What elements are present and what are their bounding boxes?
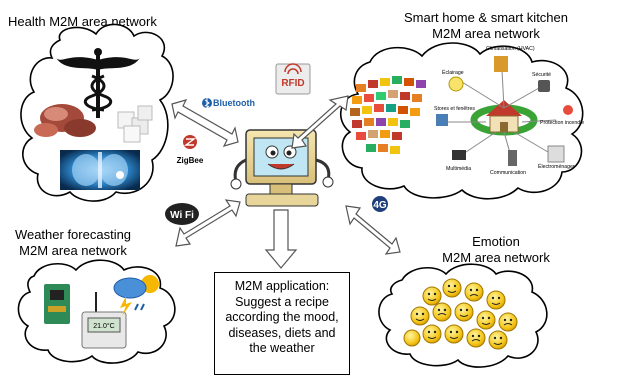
storm-cloud-icon [113, 275, 159, 316]
emoji-face [486, 290, 506, 310]
caduceus-icon [56, 48, 140, 118]
zigbee-badge: ZigBee [177, 135, 204, 165]
emotion-network-title-line1: Emotion [472, 234, 520, 249]
light-bulb-icon [448, 76, 464, 92]
emoji-face [422, 286, 442, 306]
emoji-face [454, 302, 474, 322]
emoji-face [488, 330, 508, 350]
four-g-badge: 4G [372, 196, 388, 212]
bluetooth-badge: Bluetooth [202, 98, 255, 110]
emoji-face [442, 278, 462, 298]
rfid-badge: RFID [275, 63, 311, 95]
weather-station-image: 21.0°C [81, 292, 127, 349]
connection-arrows [171, 95, 401, 269]
smart-home-network-title-line2: M2M area network [432, 26, 540, 41]
label-electromenager: Électroménager [538, 163, 575, 170]
emoji-face [403, 329, 421, 347]
application-line-5: the weather [249, 341, 315, 355]
arrow-to-application [264, 209, 298, 269]
sugar-cubes-image [117, 105, 153, 143]
label-stores: Stores et fenêtres [434, 106, 475, 112]
emoji-face [432, 302, 452, 322]
bluetooth-label: Bluetooth [213, 98, 255, 108]
emoji-face [464, 282, 484, 302]
emoji-face [476, 310, 496, 330]
wifi-label: Wi Fi [170, 210, 194, 221]
food-grid-image [350, 76, 426, 154]
weather-network-title-line2: M2M area network [19, 243, 127, 258]
smart-home-hub: Éclairage Climatisation (HVAC) Sécurité … [434, 46, 584, 176]
weather-network-title-line1: Weather forecasting [14, 227, 132, 242]
zigbee-label: ZigBee [177, 156, 204, 165]
computer-mascot-icon [230, 129, 334, 207]
window-icon [436, 114, 448, 126]
application-line-2: Suggest a recipe [235, 294, 329, 309]
multimedia-icon [452, 150, 466, 160]
rfid-label: RFID [281, 78, 304, 89]
emoji-face [466, 328, 486, 348]
meat-image [34, 104, 96, 137]
label-multimedia: Multimédia [446, 166, 471, 172]
label-communication: Communication [490, 170, 526, 176]
sensor-board-image [44, 284, 70, 324]
label-eclairage: Éclairage [442, 69, 464, 76]
application-line-4: diseases, diets and [228, 325, 336, 340]
emotion-network-title-line2: M2M area network [442, 250, 550, 265]
emoji-face [444, 324, 464, 344]
arrow-health [171, 99, 239, 147]
phone-icon [508, 150, 517, 166]
emoji-face [410, 306, 430, 326]
label-climatisation: Climatisation (HVAC) [486, 46, 535, 52]
emoji-face [422, 324, 442, 344]
chest-xray-image [60, 150, 140, 190]
wifi-badge: Wi Fi [165, 203, 199, 225]
arrow-emotion [345, 205, 401, 255]
application-line-1: M2M application: [234, 279, 330, 293]
label-securite: Sécurité [532, 72, 551, 78]
application-line-3: according the mood, [225, 310, 339, 324]
fire-icon [563, 105, 573, 115]
weather-station-readout: 21.0°C [93, 322, 114, 330]
emoji-face [498, 312, 518, 332]
smart-home-network-title-line1: Smart home & smart kitchen [404, 10, 568, 25]
emoji-faces [403, 278, 518, 350]
four-g-label: 4G [373, 200, 387, 211]
appliance-icon [547, 145, 565, 163]
arrow-weather [175, 199, 241, 247]
label-protection: Protection incendie [540, 120, 584, 126]
lock-icon [538, 80, 550, 92]
hvac-icon [494, 56, 508, 72]
arrow-smart-home [291, 95, 349, 149]
m2m-application-box: M2M application: Suggest a recipe accord… [214, 272, 350, 375]
